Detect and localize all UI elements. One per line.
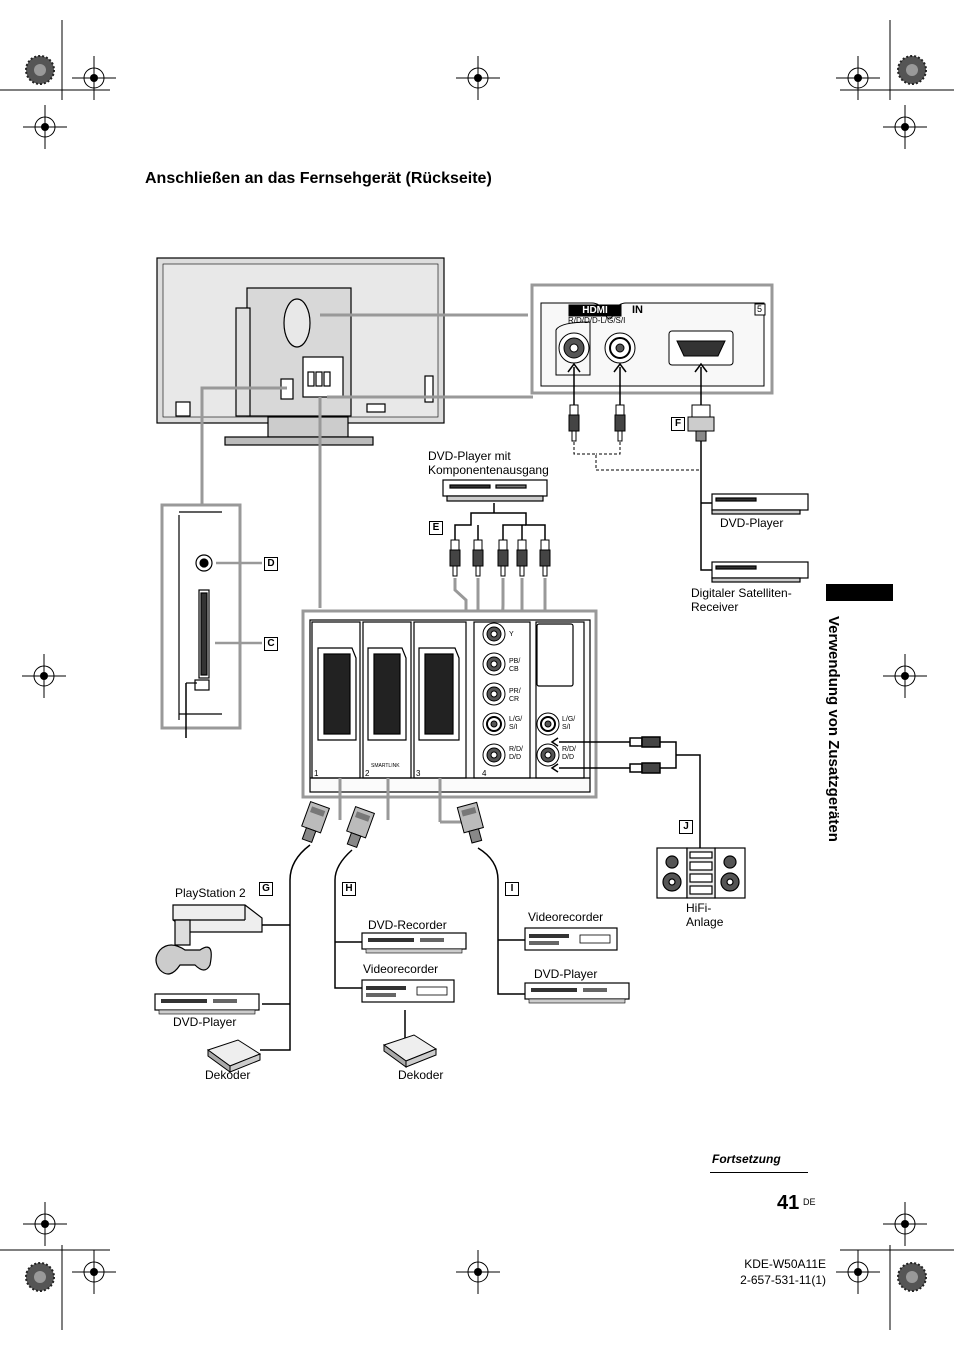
badge-e: E bbox=[429, 521, 443, 535]
part-number: 2-657-531-11(1) bbox=[740, 1273, 826, 1287]
badge-c: C bbox=[264, 637, 278, 651]
continuation-note: Fortsetzung bbox=[712, 1152, 781, 1166]
rca-jacks bbox=[482, 622, 560, 767]
label-sat-receiver: Digitaler Satelliten-Receiver bbox=[691, 586, 792, 614]
label-dekoder-h: Dekoder bbox=[398, 1068, 444, 1082]
smartlink-label: SMARTLINK bbox=[371, 763, 400, 769]
hdmi-port-number: 5 bbox=[757, 304, 763, 314]
continuation-rule bbox=[710, 1172, 808, 1173]
label-dvd-recorder: DVD-Recorder bbox=[368, 918, 447, 932]
page-number: 41 bbox=[777, 1192, 800, 1214]
label-vcr-i: Videorecorder bbox=[528, 910, 604, 924]
jack-label-out-rdd: R/D/ D/D bbox=[562, 746, 576, 761]
model-number: KDE-W50A11E bbox=[744, 1257, 826, 1271]
grey-leaders bbox=[200, 313, 533, 608]
page-title: Anschließen an das Fernsehgerät (Rücksei… bbox=[145, 170, 492, 187]
badge-h: H bbox=[342, 882, 356, 896]
jack-label-lgsi: L/G/ S/I bbox=[509, 716, 523, 731]
scart-number-2: 2 bbox=[365, 769, 370, 778]
hifi-system bbox=[656, 847, 746, 899]
label-dvd-hdmi: DVD-Player bbox=[720, 516, 784, 530]
scart-number-3: 3 bbox=[416, 769, 421, 778]
hdmi-audio-label: R/D/D/D-L/G/S/I bbox=[568, 316, 626, 325]
scart-number-1: 1 bbox=[314, 769, 319, 778]
page-language: DE bbox=[803, 1197, 816, 1207]
section-tab-marker bbox=[826, 584, 893, 601]
jack-label-pr: PR/ CR bbox=[509, 688, 521, 703]
hdmi-in-label: IN bbox=[632, 304, 643, 316]
label-hifi: HiFi-Anlage bbox=[686, 901, 724, 929]
badge-g: G bbox=[259, 882, 273, 896]
badge-j: J bbox=[679, 820, 693, 834]
badge-i: I bbox=[505, 882, 519, 896]
hdmi-logo: HDMI bbox=[582, 305, 608, 316]
tv-rear bbox=[156, 257, 445, 446]
label-dvd-component: DVD-Player mit Komponentenausgang bbox=[428, 449, 549, 477]
section-side-title: Verwendung von Zusatzgeräten bbox=[825, 616, 842, 842]
badge-d: D bbox=[264, 557, 278, 571]
badge-f: F bbox=[671, 417, 685, 431]
label-dvd-i: DVD-Player bbox=[534, 967, 598, 981]
input-number-4: 4 bbox=[482, 769, 487, 778]
model-info: KDE-W50A11E 2-657-531-11(1) bbox=[738, 1256, 826, 1288]
label-dvd-g: DVD-Player bbox=[173, 1015, 237, 1029]
jack-label-out-lgsi: L/G/ S/I bbox=[562, 716, 576, 731]
label-vcr-h: Videorecorder bbox=[363, 962, 439, 976]
label-ps2: PlayStation 2 bbox=[175, 886, 246, 900]
crop-marks bbox=[0, 20, 954, 1330]
jack-label-rdd: R/D/ D/D bbox=[509, 746, 523, 761]
jack-label-pb: PB/ CB bbox=[509, 658, 521, 673]
jack-label-y: Y bbox=[509, 631, 514, 638]
scart-sockets bbox=[317, 647, 460, 741]
label-dekoder-g: Dekoder bbox=[205, 1068, 251, 1082]
